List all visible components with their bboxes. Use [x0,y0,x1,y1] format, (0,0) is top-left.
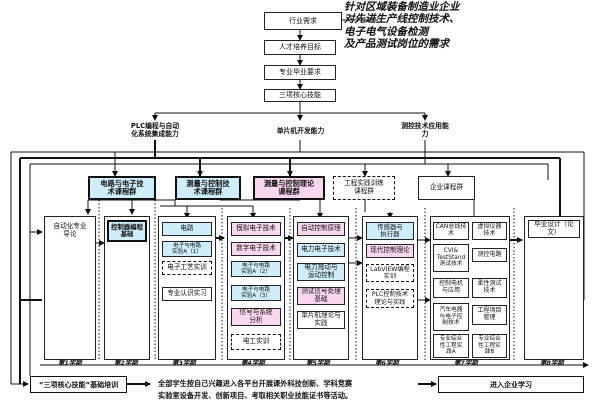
power-electronics-course: 电力电子技术 [297,243,345,257]
semester-label: 第2学期 [114,359,138,367]
mcu-ability: 单片机开发能力 [276,127,325,136]
thesis-course: 毕业设计（论 文） [528,220,580,238]
electrician-training-course: 电工实训 [231,334,281,350]
virtual-instrument-course: 虚拟仪器 技术 [472,222,507,240]
three-core-box: 三项核心技能 [264,89,336,102]
project-management-course: 工程项目 管理 [472,305,507,325]
auto-control-course: 自动控制原理 [297,222,345,236]
can-bus-course: CAN总线技 术 [433,222,469,240]
semester-label: 第6学期 [375,359,399,367]
control-motor-course: 控制电机 与应用 [433,278,469,298]
analog-electronics-course: 模拟电子技术 [231,222,281,236]
test-ability: 测控技术应用能 力 [401,122,449,138]
lab-a2-course: 电子与电路 实验A（2） [231,261,281,277]
auto-electrical-course: 汽车电器 与电子控 制技术 [433,303,469,331]
sem8-column [524,216,584,360]
controller-programming-course: 控制器编程 基础 [107,220,147,242]
mcu-practice-course: 单片机理论与 实践 [297,311,345,329]
sem6-column [362,216,418,360]
group-measure-ctrl-tech: 测量与控制技 术课程群 [175,176,241,200]
activities-text: 全部学生按自己兴趣进入各平台开展课外科技创新、学科竞赛 实验室设备开发、创新项目… [158,379,353,400]
group-enterprise: 企业课程群 [418,176,475,200]
industry-demand-box: 行业需求 [264,12,342,30]
group-measure-ctrl-theory: 测量与控制理论 课程群 [253,176,325,200]
group-electrical: 电路与电子技 术课程群 [88,176,156,200]
cvi-teststand-course: CVI& TestStand 测试技术 [433,244,469,272]
sem1-column: 自动化专业 导论 [44,216,96,360]
practice-b-course: 专业综合 性工程实 践B [472,334,507,358]
labview-training-course: LabVIEW编程 实训 [366,264,414,282]
talent-goal-box: 人才培养目标 [264,40,336,55]
signal-systems-course: 信号与系统 分析 [231,308,281,326]
flexible-test-course: 柔性测试 技术 [472,278,507,298]
circuit-course: 电路 [162,222,212,236]
electric-drive-course: 电力拖动与 运动控制 [297,263,345,281]
basic-training-box: “三项核心技能”基础培训 [30,376,127,393]
meas-ctrl-circuit-course: 测控电路 [472,248,507,262]
group-engineering: 工程实践训练 课程群 [333,176,395,200]
sensor-actuator-course: 传感器与 执行器 [366,222,414,240]
semester-label: 第5学期 [306,359,330,367]
semester-label: 第1学期 [58,359,82,367]
semester-label: 第8学期 [540,359,564,367]
lab-a3-course: 电子与电路 实验A（3） [231,285,281,301]
semester-label: 第4学期 [241,359,265,367]
electronic-craft-course: 电子工艺实训 [162,261,212,275]
semester-label: 第3学期 [172,359,196,367]
plc-ability: PLC编程与自动 化系统集成能力 [130,122,180,138]
plc-practice-course: PLC控制技术 理论与实践 [366,289,414,308]
modern-control-course: 现代控制理论 [366,244,414,258]
practice-a-course: 专业综合 性工程实 践A [433,334,469,358]
semester-label: 第7学期 [454,359,478,367]
digital-electronics-course: 数字电子技术 [231,242,281,256]
test-signal-course: 测试信号处理 基础 [297,287,345,305]
enterprise-study-box: 进入企业学习 [438,376,584,393]
graduation-req-box: 专业毕业要求 [264,65,336,80]
cognition-practice-course: 专业认识实习 [162,287,212,301]
lab-a1-course: 电子与电路 实验A（1） [162,241,212,257]
requirement-note: 针对区域装备制造业企业 对先进生产线控制技术、 电子电气设备检测 及产品测试岗位… [344,1,460,50]
automation-intro-course: 自动化专业 导论 [53,222,87,238]
